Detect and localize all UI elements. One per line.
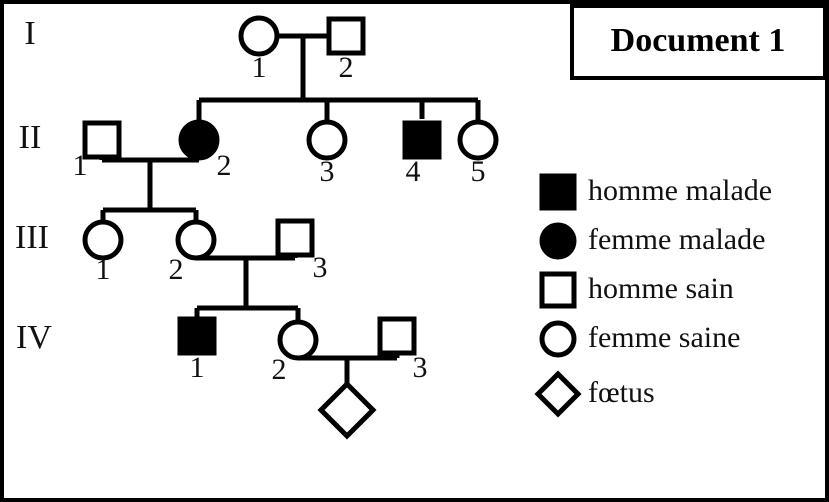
individual-number-iv-3: 3: [413, 351, 428, 384]
individual-i-1-circle[interactable]: [238, 15, 280, 57]
individual-iii-3-square[interactable]: [275, 218, 315, 258]
individual-number-ii-4: 4: [406, 155, 421, 188]
individual-numbers: 1 2 1 2 3 4 5 1 2 3 1 2 3: [73, 51, 486, 386]
legend-item-foetus: fœtus: [534, 370, 655, 418]
individual-iii-1-circle[interactable]: [82, 219, 124, 261]
individual-number-ii-2: 2: [217, 149, 232, 182]
generation-label-iv: IV: [16, 319, 52, 356]
individual-iv-3-square[interactable]: [377, 316, 417, 356]
legend-label-foetus: fœtus: [588, 376, 655, 409]
individual-number-ii-5: 5: [471, 155, 486, 188]
generation-label-i: I: [24, 15, 35, 52]
individual-number-iv-1: 1: [190, 351, 205, 384]
legend-label-femme-saine: femme saine: [588, 321, 740, 354]
legend-label-homme-sain: homme sain: [588, 272, 734, 305]
individual-number-iv-2: 2: [272, 353, 287, 386]
individual-number-ii-3: 3: [320, 155, 335, 188]
legend-item-femme-saine: femme saine: [539, 320, 740, 358]
individual-iii-2-circle[interactable]: [175, 219, 217, 261]
legend-symbol-homme-sain: [539, 271, 577, 309]
document-title-box: Document 1: [570, 4, 827, 80]
legend-symbol-homme-malade: [539, 173, 577, 211]
individual-i-2-square[interactable]: [326, 16, 366, 56]
individual-symbols: [82, 15, 499, 440]
legend-label-homme-malade: homme malade: [588, 174, 772, 207]
legend-symbol-foetus: [534, 370, 582, 418]
legend-symbol-femme-saine: [539, 320, 577, 358]
legend: homme malade femme malade homme sain femme …: [534, 173, 772, 418]
individual-number-ii-1: 1: [73, 149, 88, 182]
individual-ii-1-square[interactable]: [82, 120, 122, 160]
legend-item-homme-sain: homme sain: [539, 271, 734, 309]
individual-iv-1-square[interactable]: [177, 316, 217, 356]
generation-label-iii: III: [15, 219, 49, 256]
individual-number-i-2: 2: [339, 51, 354, 84]
page-title: Document 1: [611, 22, 786, 59]
individual-iv-2-circle[interactable]: [277, 319, 319, 361]
individual-ii-3-circle[interactable]: [306, 119, 348, 161]
individual-number-i-1: 1: [252, 51, 267, 84]
title-box-outline: [570, 4, 827, 80]
individual-number-iii-3: 3: [313, 251, 328, 284]
legend-item-femme-malade: femme malade: [539, 222, 765, 260]
individual-ii-2-circle[interactable]: [178, 119, 220, 161]
legend-label-femme-malade: femme malade: [588, 223, 765, 256]
individual-v-fetus-diamond[interactable]: [317, 380, 377, 440]
individual-ii-5-circle[interactable]: [457, 119, 499, 161]
legend-symbol-femme-malade: [539, 222, 577, 260]
generation-label-ii: II: [19, 119, 42, 156]
individual-ii-4-square[interactable]: [402, 120, 442, 160]
individual-number-iii-1: 1: [96, 253, 111, 286]
legend-item-homme-malade: homme malade: [539, 173, 772, 211]
individual-number-iii-2: 2: [169, 253, 184, 286]
